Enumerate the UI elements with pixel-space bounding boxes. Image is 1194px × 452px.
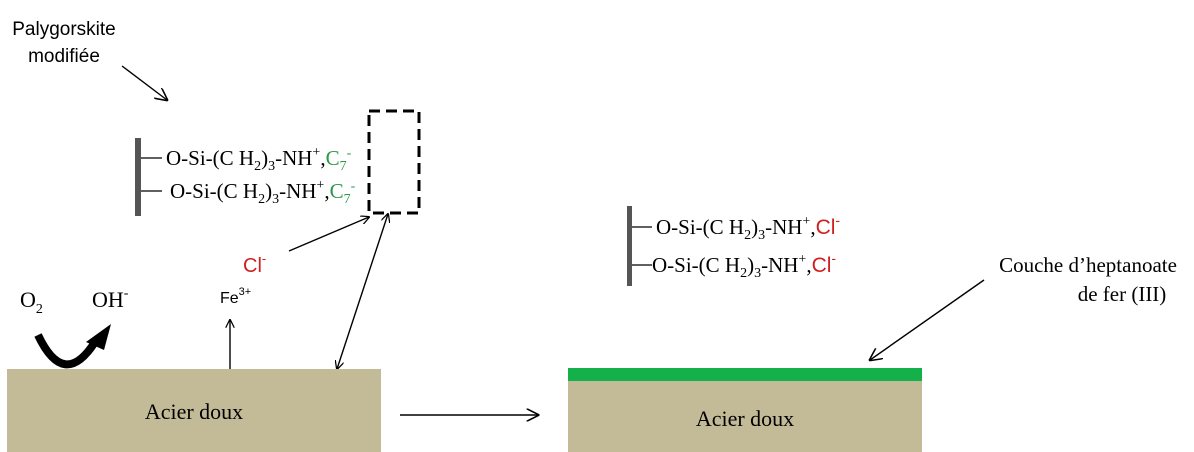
iron-heptanoate-layer xyxy=(568,368,922,381)
heptanoate-layer-label-line1: Couche d’heptanoate xyxy=(999,253,1177,277)
right-steel-label: Acier doux xyxy=(696,406,794,431)
left-steel-label: Acier doux xyxy=(145,399,243,424)
left-formula-row2: O-Si-(C H2)3-NH+,C7- xyxy=(170,178,356,207)
palygorskite-pointer-arrow xyxy=(121,65,167,100)
palygorskite-label: Palygorskite modifiée xyxy=(12,19,116,67)
clay-surface-bar-left xyxy=(135,138,141,216)
right-formula-row2: O-Si-(C H2)3-NH+,Cl- xyxy=(652,250,836,281)
right-formula-row1: O-Si-(C H2)3-NH+,Cl- xyxy=(656,212,840,243)
iron-ion-label: Fe3+ xyxy=(220,286,251,307)
heptanoate-layer-label-line2: de fer (III) xyxy=(1078,282,1167,306)
left-formula-row1: O-Si-(C H2)3-NH+,C7- xyxy=(166,145,352,174)
oxygen-reduction-curved-arrow xyxy=(34,324,111,369)
anion-exchange-dashed-box xyxy=(367,109,421,215)
heptanoate-layer-pointer-arrow xyxy=(870,279,985,360)
right-steel-substrate xyxy=(568,380,922,452)
hydroxide-label: OH- xyxy=(92,286,129,312)
clay-surface-bar-right xyxy=(627,206,632,286)
chloride-to-box-arrow xyxy=(288,217,369,252)
left-steel-substrate xyxy=(7,369,381,452)
heptanoate-release-arrow xyxy=(337,214,388,369)
chloride-ion-label: Cl- xyxy=(243,251,266,277)
heptanoate-layer-label: Couche d’heptanoate de fer (III) xyxy=(999,253,1177,306)
palygorskite-label-line1: Palygorskite xyxy=(12,19,116,40)
palygorskite-label-line2: modifiée xyxy=(28,46,100,67)
oxygen-label: O2 xyxy=(20,287,43,317)
